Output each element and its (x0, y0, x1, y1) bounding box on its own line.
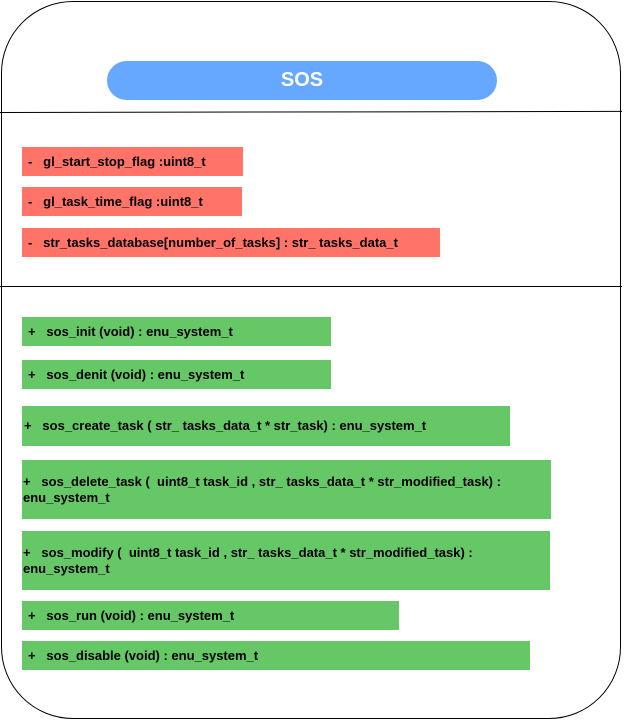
method-text: + sos_init (void) : enu_system_t (28, 323, 233, 339)
method-sos-init: + sos_init (void) : enu_system_t (22, 317, 331, 346)
method-sos-run: + sos_run (void) : enu_system_t (22, 601, 399, 630)
method-sos-modify: + sos_modify ( uint8_t task_id , str_ ta… (22, 531, 550, 590)
method-sos-delete-task: + sos_delete_task ( uint8_t task_id , st… (22, 460, 551, 519)
method-text: + sos_create_task ( str_ tasks_data_t * … (24, 418, 427, 433)
attribute-text: - str_tasks_database[number_of_tasks] : … (28, 234, 398, 250)
method-text: + sos_disable (void) : enu_system_t (28, 647, 259, 663)
attribute-text: - gl_task_time_flag :uint8_t (28, 193, 203, 209)
method-sos-disable: + sos_disable (void) : enu_system_t (22, 641, 530, 670)
method-text: + sos_denit (void) : enu_system_t (28, 366, 245, 382)
attribute-text: - gl_start_stop_flag :uint8_t (28, 153, 206, 169)
attribute-task-time-flag: - gl_task_time_flag :uint8_t (22, 187, 242, 216)
method-text: + sos_delete_task ( uint8_t task_id , st… (23, 473, 505, 505)
method-text: + sos_run (void) : enu_system_t (28, 607, 235, 623)
method-sos-create-task: + sos_create_task ( str_ tasks_data_t * … (22, 406, 510, 446)
method-text: + sos_modify ( uint8_t task_id , str_ ta… (23, 544, 477, 576)
attribute-tasks-database: - str_tasks_database[number_of_tasks] : … (22, 228, 440, 257)
class-title-text: SOS (280, 69, 324, 91)
method-sos-denit: + sos_denit (void) : enu_system_t (22, 360, 331, 389)
class-title: SOS (107, 61, 497, 100)
attributes-divider (0, 286, 622, 287)
attribute-start-stop-flag: - gl_start_stop_flag :uint8_t (22, 147, 243, 176)
